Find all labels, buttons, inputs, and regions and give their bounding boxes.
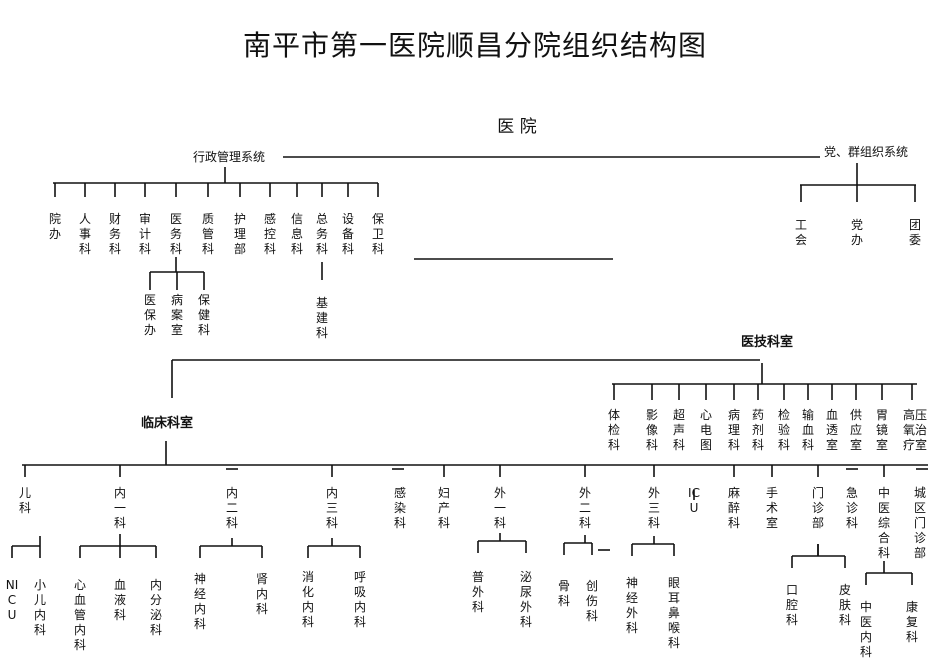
- medical-sub-label: 病案室: [170, 293, 183, 337]
- clinical-dept-label: 儿科: [18, 486, 31, 515]
- admin-dept-label: 质管科: [201, 212, 214, 256]
- clinical-sub-label: 肾内科: [255, 572, 268, 616]
- admin-dept-label: 保卫科: [371, 212, 384, 256]
- admin-system-label: 行政管理系统: [192, 150, 266, 164]
- party-dept-label: 党办: [850, 218, 863, 247]
- clinical-dept-label: 麻醉科: [727, 486, 740, 530]
- party-system-label: 党、群组织系统: [823, 145, 909, 159]
- clinical-dept-label: 外三科: [647, 486, 660, 530]
- clinical-sub-label: 小儿内科: [33, 578, 46, 637]
- clinical-sub-label: 皮肤科: [838, 583, 851, 627]
- medtech-dept-label: 输血科: [801, 408, 814, 452]
- clinical-sub-label: 口腔科: [785, 583, 798, 627]
- clinical-sub-label: 呼吸内科: [353, 570, 366, 629]
- admin-dept-label: 信息科: [290, 212, 303, 256]
- clinical-dept-label: ICU: [688, 486, 700, 515]
- clinical-sub-label: 心血管内科: [73, 578, 86, 652]
- medtech-dept-label: 胃镜室: [875, 408, 888, 452]
- medtech-dept-label: 体检科: [607, 408, 620, 452]
- clinical-dept-label: 内二科: [225, 486, 238, 530]
- clinical-sub-label: 中医内科: [859, 600, 872, 659]
- medtech-dept-label: 检验科: [777, 408, 790, 452]
- admin-dept-label: 院办: [48, 212, 61, 241]
- clinical-sub-label: NICU: [5, 578, 19, 622]
- admin-dept-label: 设备科: [341, 212, 354, 256]
- party-dept-label: 团委: [908, 218, 921, 247]
- chart-title: 南平市第一医院顺昌分院组织结构图: [242, 29, 707, 62]
- medical-sub-label: 医保办: [143, 293, 156, 337]
- medtech-dept-label: 供应室: [849, 408, 862, 452]
- clinical-sub-label: 骨科: [557, 579, 570, 608]
- clinical-label: 临床科室: [140, 416, 194, 431]
- clinical-sub-label: 创伤科: [585, 579, 598, 623]
- admin-dept-label: 人事科: [78, 212, 91, 256]
- clinical-sub-label: 神经外科: [625, 576, 638, 635]
- medtech-dept-label: 血透室: [825, 408, 838, 452]
- medtech-dept-label: 药剂科: [751, 408, 764, 452]
- clinical-sub-label: 血液科: [113, 578, 126, 622]
- clinical-sub-label: 普外科: [471, 570, 484, 614]
- general-sub-label: 基建科: [315, 296, 328, 340]
- medtech-label: 医技科室: [740, 335, 794, 350]
- clinical-sub-label: 眼耳鼻喉科: [667, 576, 680, 650]
- admin-dept-label: 财务科: [108, 212, 121, 256]
- root-node: 医 院: [497, 117, 537, 137]
- admin-dept-label: 医务科: [169, 212, 182, 256]
- admin-dept-label: 审计科: [138, 212, 151, 256]
- clinical-dept-label: 内一科: [113, 486, 126, 530]
- admin-dept-label: 总务科: [315, 212, 328, 256]
- admin-dept-label: 感控科: [263, 212, 276, 256]
- medtech-dept-label: 病理科: [727, 408, 740, 452]
- clinical-dept-label: 内三科: [325, 486, 338, 530]
- clinical-sub-label: 消化内科: [301, 570, 314, 629]
- clinical-dept-label: 感染科: [393, 486, 406, 530]
- clinical-sub-label: 泌尿外科: [519, 570, 532, 629]
- medtech-dept-label: 超声科: [672, 408, 685, 452]
- medtech-dept-label: 影像科: [645, 408, 658, 452]
- clinical-dept-label: 中医综合科: [877, 486, 890, 560]
- clinical-dept-label: 城区门诊部: [913, 486, 926, 560]
- medical-sub-label: 保健科: [197, 293, 210, 337]
- clinical-sub-label: 神经内科: [193, 572, 206, 631]
- party-dept-label: 工会: [794, 218, 807, 247]
- medtech-dept-label: 心电图: [699, 408, 712, 452]
- clinical-sub-label: 内分泌科: [149, 578, 162, 637]
- clinical-dept-label: 妇产科: [437, 486, 450, 530]
- clinical-dept-label: 外二科: [578, 486, 591, 530]
- clinical-dept-label: 门诊部: [811, 486, 824, 530]
- clinical-dept-label: 急诊科: [845, 486, 858, 530]
- medtech-dept-label: 高压氧治疗室: [902, 408, 927, 452]
- clinical-dept-label: 手术室: [765, 486, 778, 530]
- clinical-dept-label: 外一科: [493, 486, 506, 530]
- clinical-sub-label: 康复科: [905, 600, 918, 644]
- admin-dept-label: 护理部: [233, 212, 246, 256]
